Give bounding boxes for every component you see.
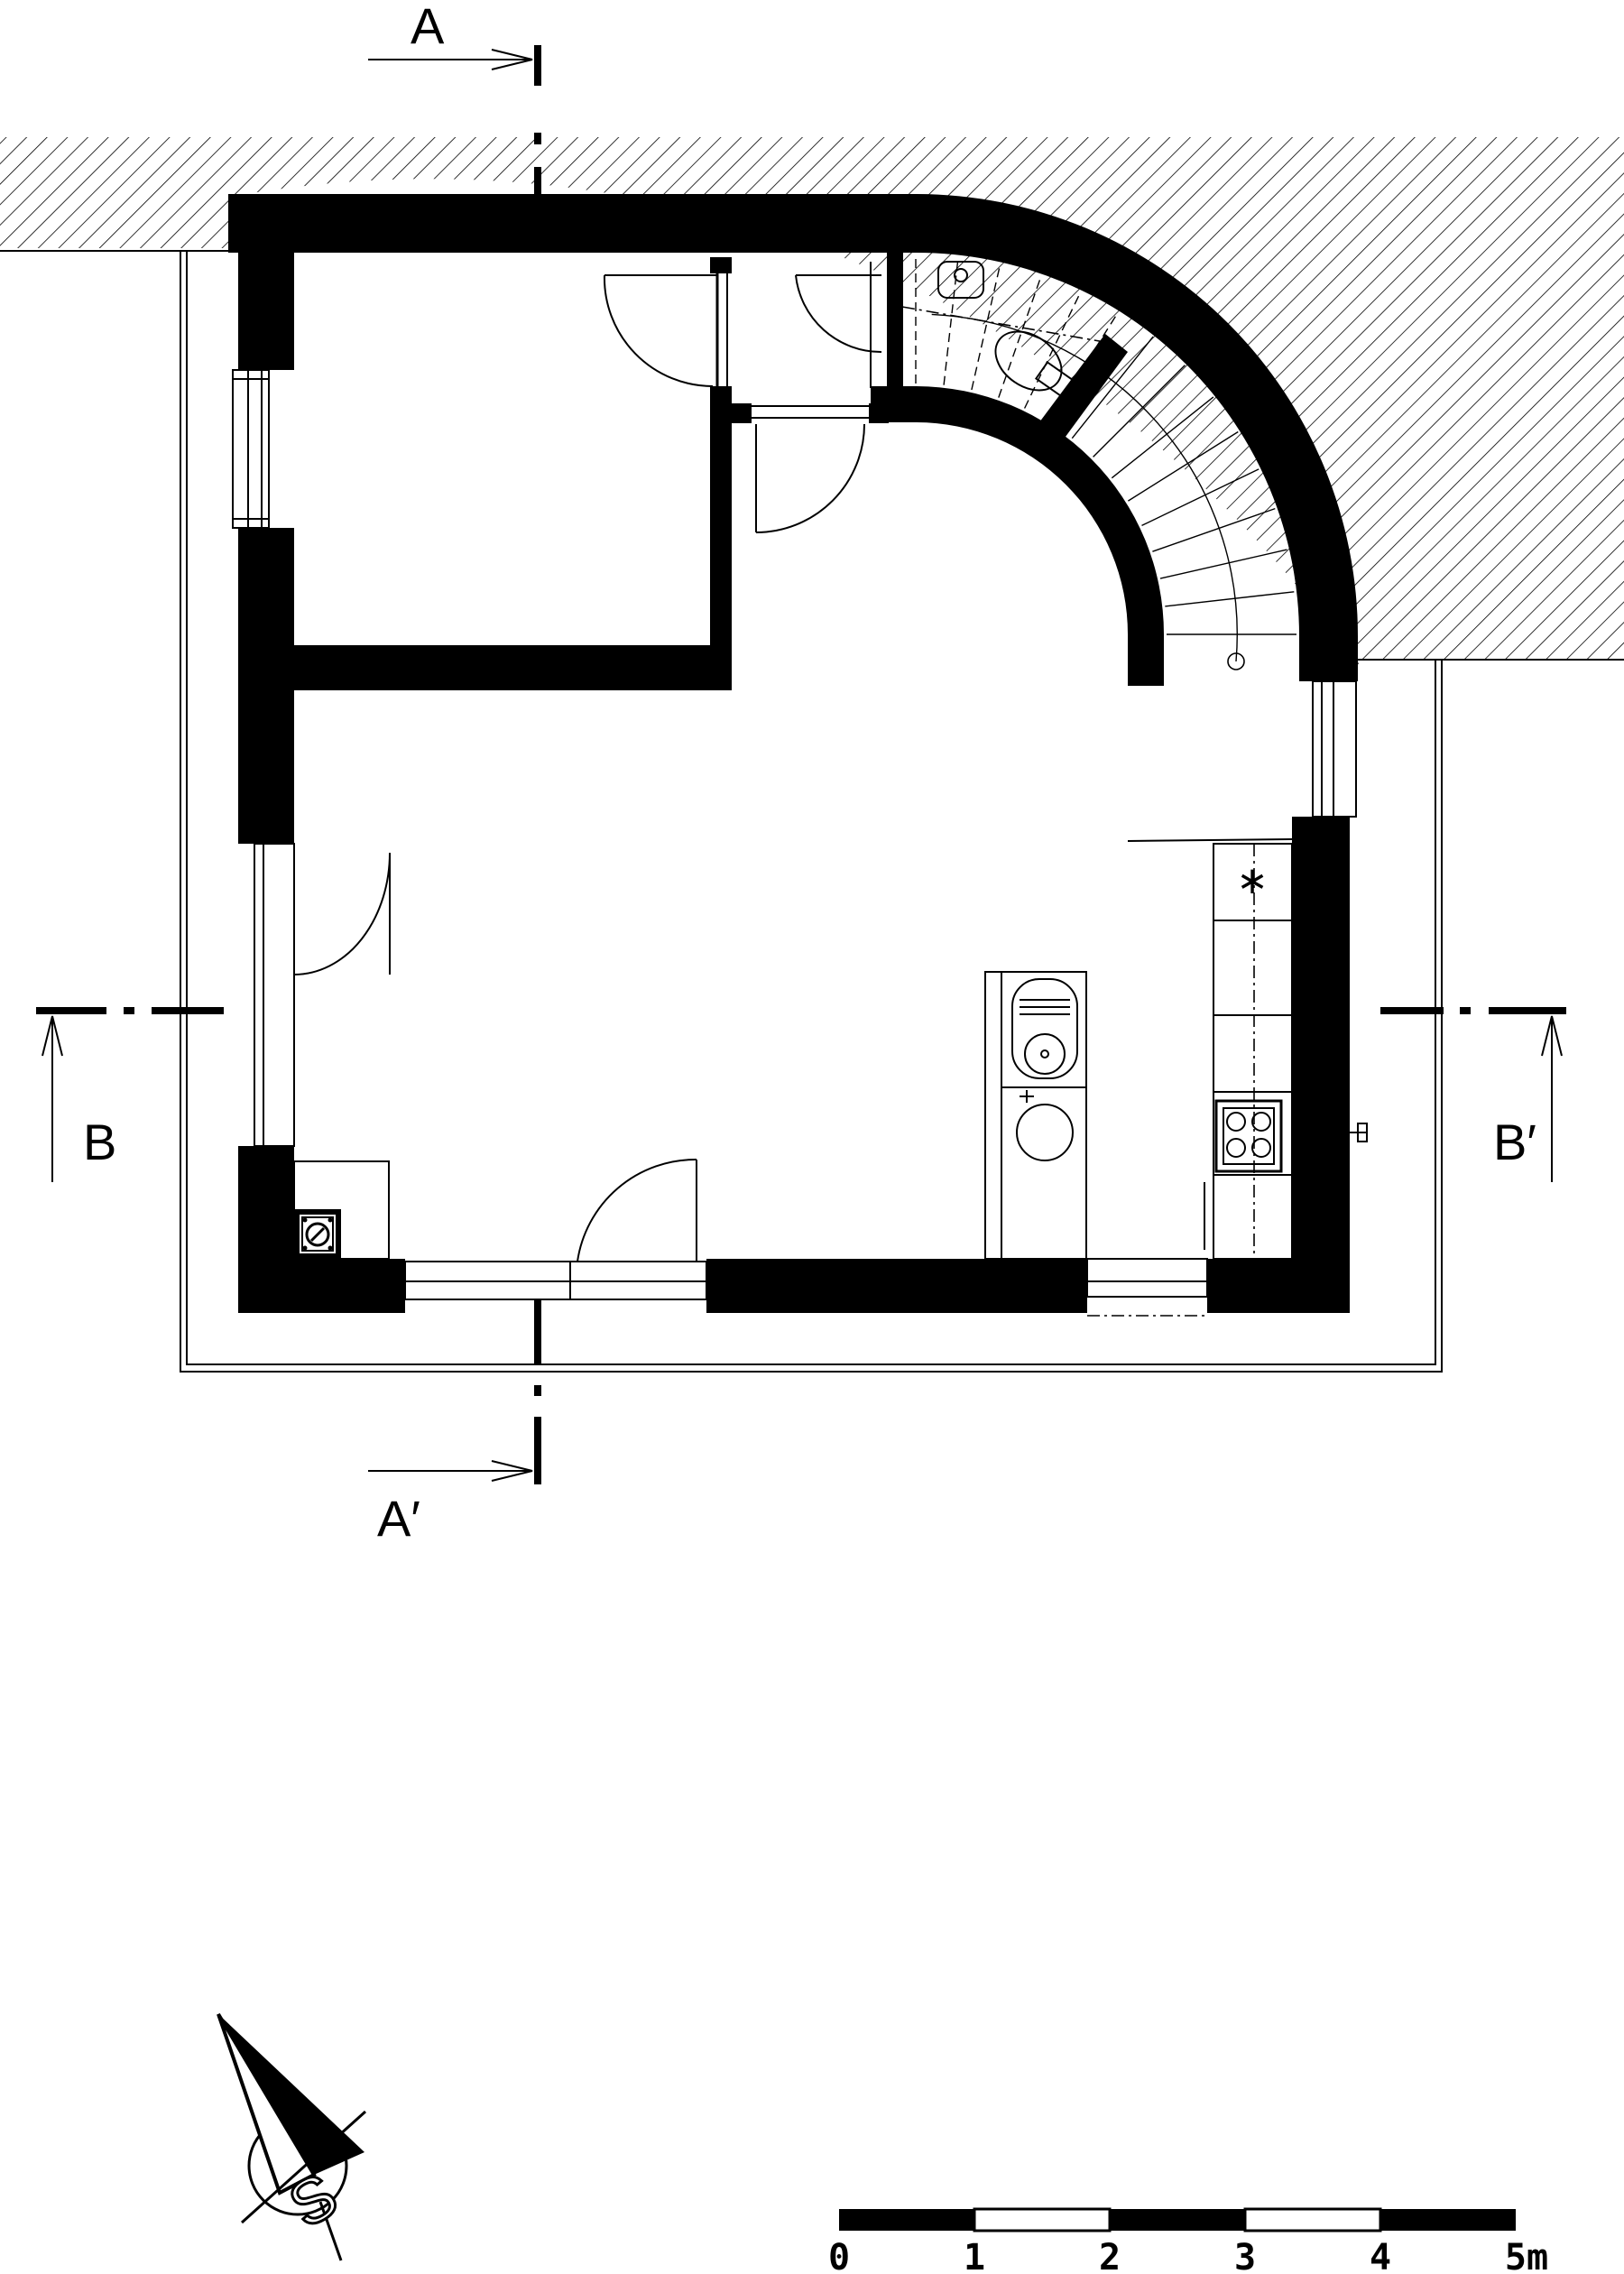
stair-walking-line <box>931 313 1238 662</box>
stair-tread <box>1159 549 1287 579</box>
north-arrow-icon: S <box>217 2012 367 2261</box>
stair-tread <box>1023 291 1082 409</box>
section-label-a-prime: A′ <box>377 1490 420 1547</box>
exterior-walls <box>228 194 1358 1313</box>
interior-doors <box>293 262 882 975</box>
stair-tread <box>1128 430 1239 502</box>
window-bottom-right <box>1086 1258 1208 1317</box>
section-arrow-icon <box>1541 1015 1563 1182</box>
ceiling-light-icon: ∗ <box>1236 858 1268 902</box>
stair-tread <box>1152 507 1276 552</box>
stair-tread <box>1111 396 1214 479</box>
windows <box>232 369 1357 1317</box>
stair-start-icon <box>1227 652 1245 670</box>
stair-tread <box>998 274 1043 398</box>
chimney-stove-icon <box>293 1160 390 1260</box>
wc-fixtures <box>901 261 1111 398</box>
terrain-hatching <box>0 137 1624 668</box>
section-arrow-icon <box>368 1460 533 1482</box>
stair-tread <box>1071 336 1154 439</box>
window-left-lower <box>254 843 295 1147</box>
section-label-a: A <box>411 0 445 54</box>
interior-walls <box>294 253 1164 690</box>
scale-tick-0: 0 <box>828 2237 850 2274</box>
kitchen: ∗ <box>984 838 1368 1260</box>
stair-tread <box>971 263 1001 391</box>
cooker-icon <box>1214 1099 1283 1173</box>
section-arrow-icon <box>368 49 533 70</box>
window-left-upper <box>232 369 270 529</box>
section-label-b: B <box>83 1114 116 1170</box>
staircase <box>915 254 1296 670</box>
scale-tick-4: 4 <box>1370 2237 1391 2274</box>
stair-tread <box>943 255 959 385</box>
stair-tread <box>1093 365 1186 458</box>
window-right <box>1312 680 1357 818</box>
stair-tread <box>1165 591 1295 607</box>
scale-tick-2: 2 <box>1099 2237 1121 2274</box>
scale-tick-5m: 5m <box>1505 2237 1548 2274</box>
vent-icon <box>1350 1123 1368 1142</box>
entrance-door <box>404 1158 707 1300</box>
section-label-b-prime: B′ <box>1493 1114 1536 1170</box>
section-line-a: A A′ <box>368 0 541 1547</box>
washing-machine-icon <box>1016 1090 1074 1161</box>
section-line-b: B B′ <box>36 1007 1566 1182</box>
scale-tick-1: 1 <box>964 2237 985 2274</box>
scale-tick-3: 3 <box>1234 2237 1256 2274</box>
section-arrow-icon <box>42 1015 63 1182</box>
stair-tread <box>1048 311 1120 422</box>
scale-bar: 0 1 2 3 4 5m <box>828 2207 1548 2274</box>
sink-icon <box>1011 978 1078 1079</box>
stair-tread <box>1141 468 1260 527</box>
